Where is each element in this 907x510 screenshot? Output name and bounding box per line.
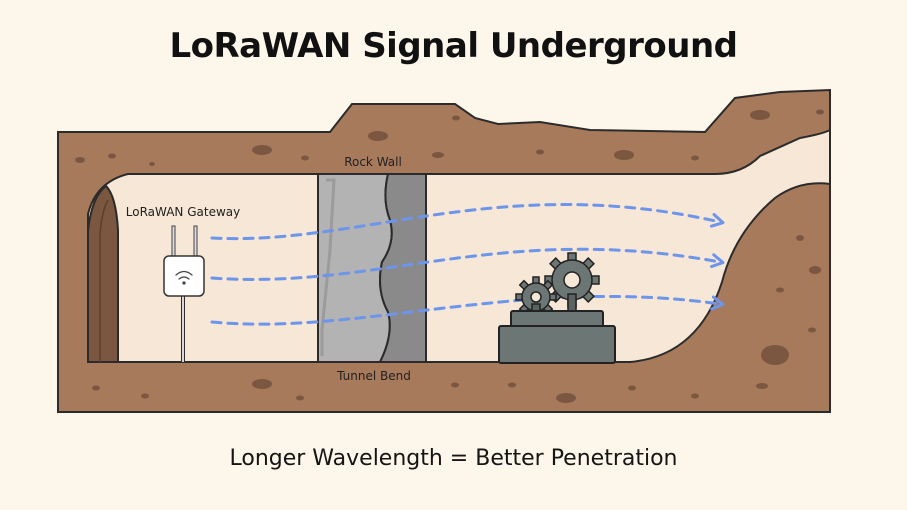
lorawan-gateway (163, 225, 205, 362)
diagram-title: LoRaWAN Signal Underground (169, 26, 738, 66)
signal-waves (210, 203, 725, 326)
rock-wall (317, 173, 427, 363)
signal-wave-top (210, 203, 725, 241)
rock-wall-label: Rock Wall (344, 155, 402, 169)
tunnel-bend-label: Tunnel Bend (336, 369, 411, 383)
wifi-icon (175, 270, 193, 285)
tunnel-entrance-arch (87, 184, 119, 363)
gateway-label: LoRaWAN Gateway (126, 205, 240, 219)
signal-wave-middle (210, 247, 725, 281)
earth-pebbles (75, 109, 824, 403)
diagram-caption: Longer Wavelength = Better Penetration (229, 446, 678, 471)
machinery (498, 252, 616, 364)
